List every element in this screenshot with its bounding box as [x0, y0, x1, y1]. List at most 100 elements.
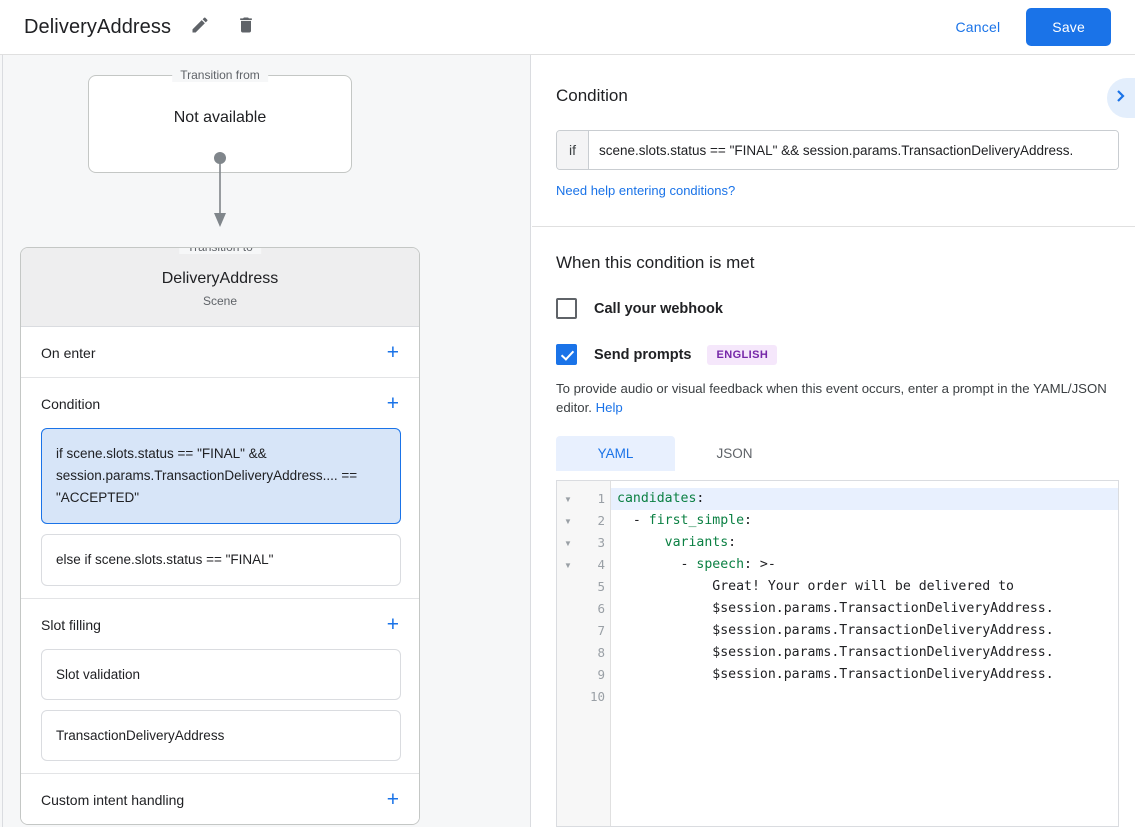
- send-prompts-label: Send prompts: [594, 346, 692, 363]
- code-token: first_simple: [648, 513, 745, 528]
- call-webhook-checkbox[interactable]: [556, 298, 577, 319]
- code-token: : >-: [744, 557, 776, 572]
- call-webhook-row[interactable]: Call your webhook: [556, 298, 1111, 319]
- code-line[interactable]: variants:: [611, 532, 1118, 554]
- save-button[interactable]: Save: [1026, 8, 1111, 46]
- condition-details-panel: Condition if Need help entering conditio…: [532, 55, 1135, 827]
- line-number: 1: [597, 491, 605, 506]
- fold-spacer: [557, 686, 579, 708]
- code-token: :: [728, 535, 737, 550]
- slot-item-transaction-delivery-address[interactable]: TransactionDeliveryAddress: [41, 710, 401, 761]
- expand-panel-button[interactable]: [1107, 78, 1135, 118]
- transition-from-legend: Transition from: [172, 68, 268, 82]
- condition-item-selected[interactable]: if scene.slots.status == "FINAL" && sess…: [41, 428, 401, 524]
- fold-spacer: [557, 620, 579, 642]
- line-number: 5: [597, 579, 605, 594]
- line-number: 9: [597, 667, 605, 682]
- fold-spacer: [557, 598, 579, 620]
- code-line[interactable]: Great! Your order will be delivered to: [611, 576, 1118, 598]
- code-token: :: [744, 513, 752, 528]
- code-token: Great! Your order will be delivered to: [617, 579, 1014, 594]
- code-token: variants: [664, 535, 729, 550]
- transition-to-title: DeliveryAddress: [161, 270, 279, 287]
- code-token: $session.params.TransactionDeliveryAddre…: [617, 645, 1054, 660]
- code-line[interactable]: - first_simple:: [611, 510, 1118, 532]
- code-line[interactable]: [611, 686, 1118, 708]
- transition-connector-arrow: [214, 152, 226, 227]
- code-token: :: [696, 491, 705, 506]
- line-number: 3: [597, 535, 605, 550]
- send-prompts-row[interactable]: Send prompts ENGLISH: [556, 344, 1111, 365]
- condition-expression-input[interactable]: [589, 131, 1118, 169]
- transition-to-node[interactable]: Transition to DeliveryAddress Scene: [21, 248, 419, 327]
- prompt-helper-sentence: To provide audio or visual feedback when…: [556, 381, 1107, 415]
- condition-item[interactable]: else if scene.slots.status == "FINAL": [41, 534, 401, 586]
- condition-section: Condition if Need help entering conditio…: [532, 55, 1135, 227]
- fold-toggle-icon[interactable]: ▼: [564, 516, 572, 526]
- section-header-slot-filling[interactable]: Slot filling +: [21, 599, 419, 649]
- section-label-custom-intent-handling: Custom intent handling: [41, 791, 185, 808]
- cancel-button[interactable]: Cancel: [955, 19, 1001, 35]
- edit-button[interactable]: [183, 10, 217, 44]
- fold-spacer: [557, 642, 579, 664]
- code-token: $session.params.TransactionDeliveryAddre…: [617, 667, 1054, 682]
- fold-spacer: [557, 576, 579, 598]
- code-line[interactable]: $session.params.TransactionDeliveryAddre…: [611, 642, 1118, 664]
- section-label-slot-filling: Slot filling: [41, 616, 101, 633]
- delete-button[interactable]: [229, 10, 263, 44]
- chevron-right-icon: [1115, 88, 1127, 109]
- when-condition-met-section: When this condition is met Call your web…: [532, 222, 1135, 827]
- section-header-condition[interactable]: Condition +: [21, 378, 419, 428]
- condition-help-link[interactable]: Need help entering conditions?: [556, 183, 736, 198]
- if-prefix-label: if: [557, 131, 589, 169]
- language-badge: ENGLISH: [707, 344, 778, 365]
- section-slot-filling: Slot filling + Slot validation Transacti…: [21, 599, 419, 774]
- line-number: 10: [589, 689, 605, 704]
- add-condition-icon[interactable]: +: [386, 392, 399, 415]
- tab-yaml[interactable]: YAML: [556, 436, 675, 471]
- prompt-helper-text: To provide audio or visual feedback when…: [556, 379, 1121, 417]
- transition-to-legend: Transition to: [179, 248, 261, 254]
- transition-to-subtitle: Scene: [202, 294, 238, 308]
- section-condition: Condition + if scene.slots.status == "FI…: [21, 378, 419, 599]
- code-line[interactable]: - speech: >-: [611, 554, 1118, 576]
- code-line[interactable]: candidates:: [611, 488, 1118, 510]
- line-number: 7: [597, 623, 605, 638]
- call-webhook-label: Call your webhook: [594, 300, 723, 317]
- tab-json[interactable]: JSON: [716, 446, 753, 461]
- section-header-on-enter[interactable]: On enter +: [21, 327, 419, 377]
- fold-toggle-icon[interactable]: ▼: [564, 560, 572, 570]
- condition-list: if scene.slots.status == "FINAL" && sess…: [21, 428, 419, 598]
- page-title: DeliveryAddress: [24, 15, 172, 38]
- add-on-enter-icon[interactable]: +: [386, 341, 399, 364]
- code-line[interactable]: $session.params.TransactionDeliveryAddre…: [611, 598, 1118, 620]
- code-token: candidates: [617, 491, 697, 506]
- code-token: [617, 535, 665, 550]
- fold-toggle-icon[interactable]: ▼: [564, 494, 572, 504]
- section-on-enter: On enter +: [21, 327, 419, 378]
- editor-fold-column[interactable]: ▼ ▼ ▼ ▼: [557, 481, 579, 826]
- line-number: 4: [597, 557, 605, 572]
- code-token: $session.params.TransactionDeliveryAddre…: [617, 601, 1054, 616]
- code-token: $session.params.TransactionDeliveryAddre…: [617, 623, 1054, 638]
- code-token: -: [617, 513, 649, 528]
- slot-validation-item[interactable]: Slot validation: [41, 649, 401, 700]
- editor-code-area[interactable]: candidates: - first_simple: variants: - …: [611, 481, 1118, 826]
- add-custom-intent-icon[interactable]: +: [386, 788, 399, 811]
- section-custom-intent-handling: Custom intent handling +: [21, 774, 419, 824]
- condition-heading: Condition: [556, 86, 628, 105]
- line-number: 6: [597, 601, 605, 616]
- add-slot-filling-icon[interactable]: +: [386, 613, 399, 636]
- send-prompts-checkbox[interactable]: [556, 344, 577, 365]
- fold-toggle-icon[interactable]: ▼: [564, 538, 572, 548]
- prompt-help-link[interactable]: Help: [595, 400, 623, 415]
- transition-to-card: Transition to DeliveryAddress Scene On e…: [20, 247, 420, 825]
- code-line[interactable]: $session.params.TransactionDeliveryAddre…: [611, 620, 1118, 642]
- code-line[interactable]: $session.params.TransactionDeliveryAddre…: [611, 664, 1118, 686]
- section-header-custom-intent-handling[interactable]: Custom intent handling +: [21, 774, 419, 824]
- trash-icon: [236, 15, 256, 40]
- condition-input-row[interactable]: if: [556, 130, 1119, 170]
- when-condition-met-heading: When this condition is met: [556, 253, 755, 272]
- transition-from-title: Not available: [173, 109, 267, 126]
